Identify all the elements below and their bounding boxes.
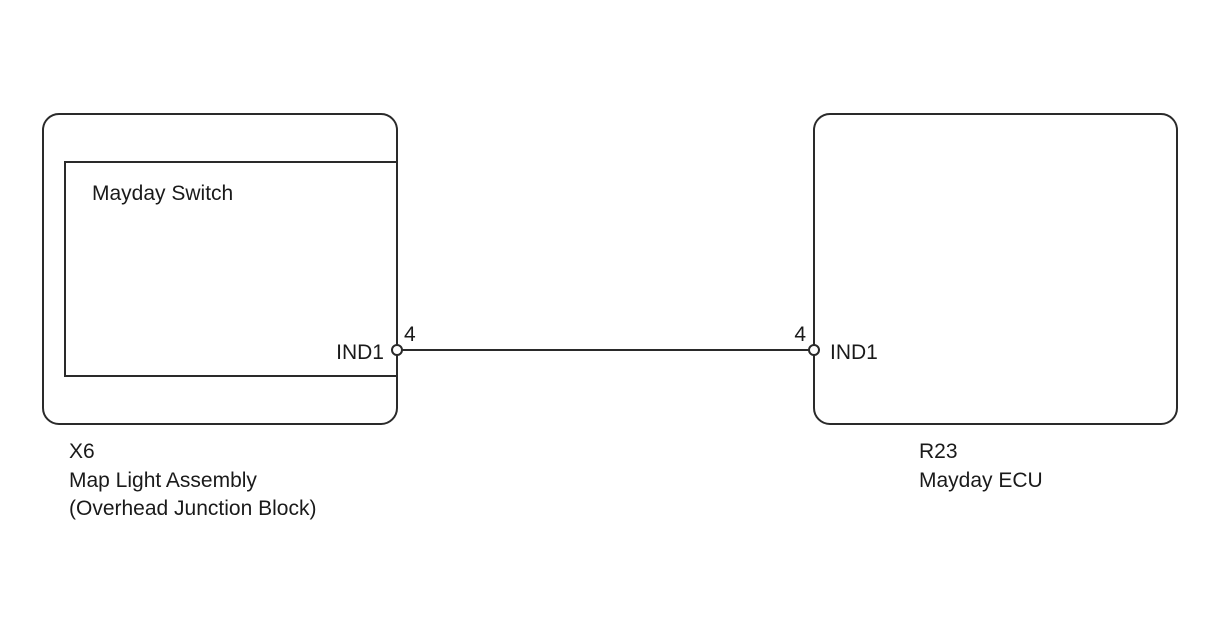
left-pin-connector: [391, 344, 403, 356]
left-component-caption: X6 Map Light Assembly (Overhead Junction…: [69, 440, 316, 520]
right-component-caption: R23 Mayday ECU: [919, 440, 1043, 492]
mayday-switch-label: Mayday Switch: [92, 182, 233, 205]
right-component-name: Mayday ECU: [919, 469, 1043, 492]
left-pin-name: IND1: [336, 341, 384, 364]
right-pin-connector: [808, 344, 820, 356]
right-pin-name: IND1: [830, 341, 878, 364]
left-component-code: X6: [69, 440, 95, 463]
left-component-name: Map Light Assembly: [69, 469, 257, 492]
left-pin-number: 4: [404, 323, 416, 346]
right-pin-number: 4: [794, 323, 806, 346]
mayday-switch-box: [64, 161, 397, 377]
right-component-code: R23: [919, 440, 958, 463]
left-component-location: (Overhead Junction Block): [69, 497, 316, 520]
left-component-box: [42, 113, 398, 425]
right-component: IND1 4: [794, 113, 1178, 425]
right-component-box: [813, 113, 1178, 425]
left-component: Mayday Switch IND1 4: [42, 113, 416, 425]
